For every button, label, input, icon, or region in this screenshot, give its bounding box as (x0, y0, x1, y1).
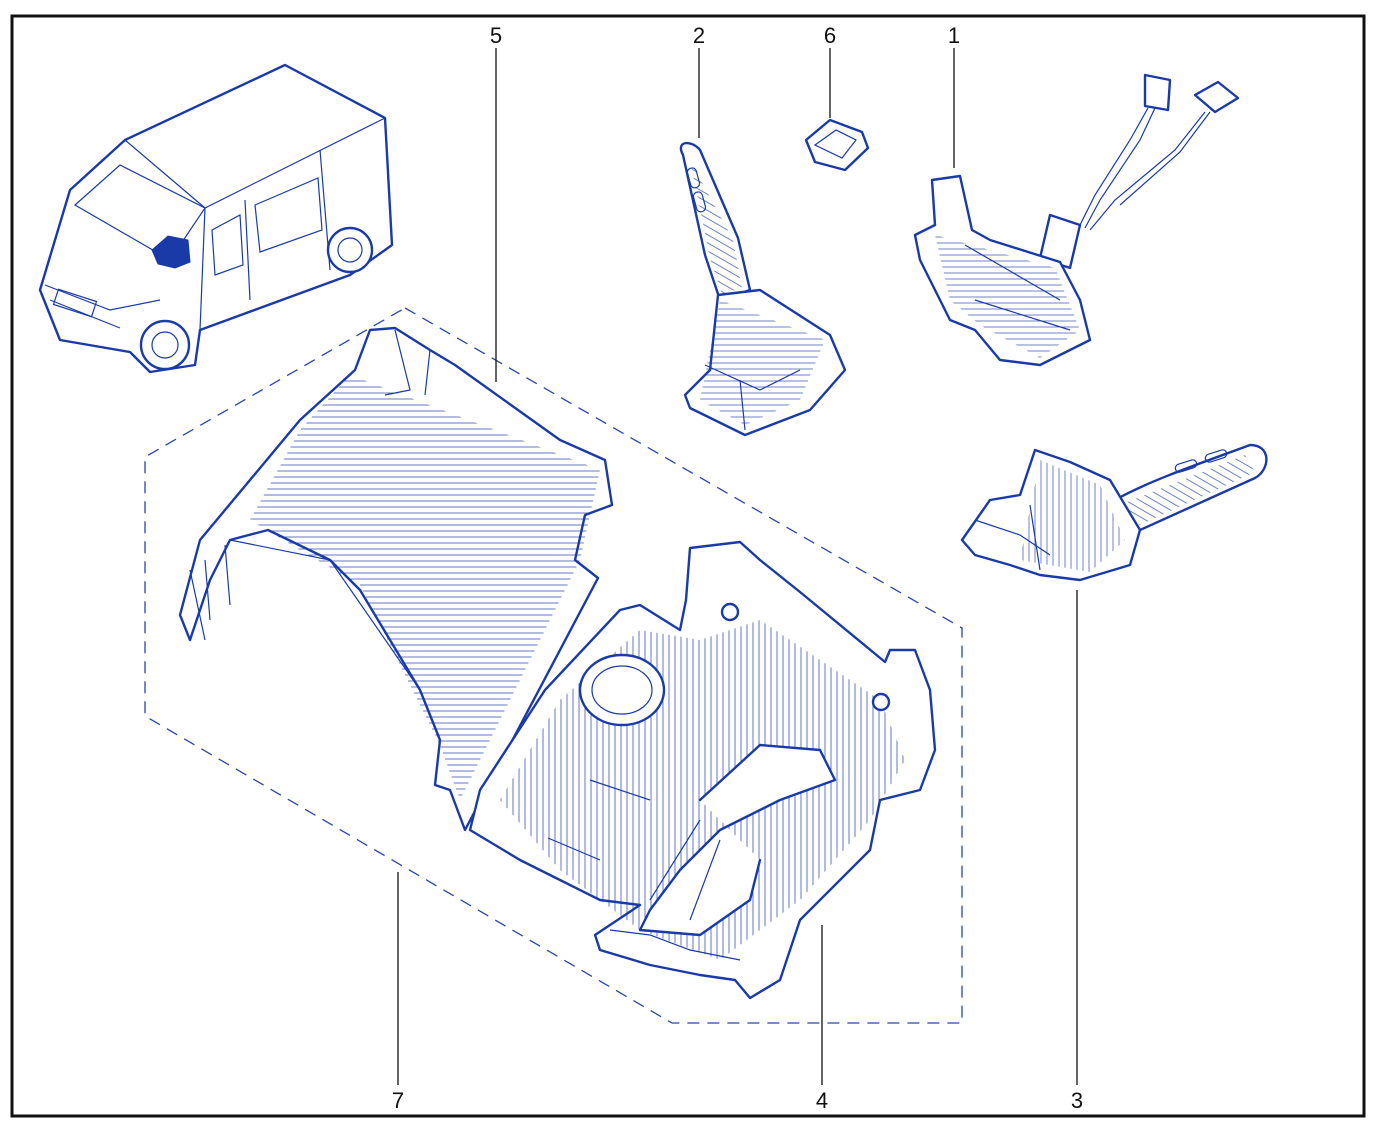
part-3-stalk-switch (960, 443, 1268, 582)
callout-5: 5 (490, 23, 502, 48)
diagram-frame (10, 14, 1366, 1118)
part-6-small-switch (804, 118, 870, 172)
part-1-stalk-switch-right-with-wiring (913, 73, 1240, 367)
kit-outline (144, 307, 963, 1024)
callout-2: 2 (693, 23, 705, 48)
highlight-location-marker (151, 235, 191, 269)
vehicle-locator-illustration (38, 63, 394, 374)
callout-4: 4 (816, 1088, 828, 1113)
callout-3: 3 (1071, 1088, 1083, 1113)
callout-1: 1 (948, 23, 960, 48)
part-2-stalk-switch-left (679, 141, 847, 437)
part-4-lower-steering-column-shroud (468, 540, 937, 1000)
part-5-upper-steering-column-shroud (178, 326, 614, 832)
callout-7: 7 (392, 1088, 404, 1113)
callout-6: 6 (824, 23, 836, 48)
